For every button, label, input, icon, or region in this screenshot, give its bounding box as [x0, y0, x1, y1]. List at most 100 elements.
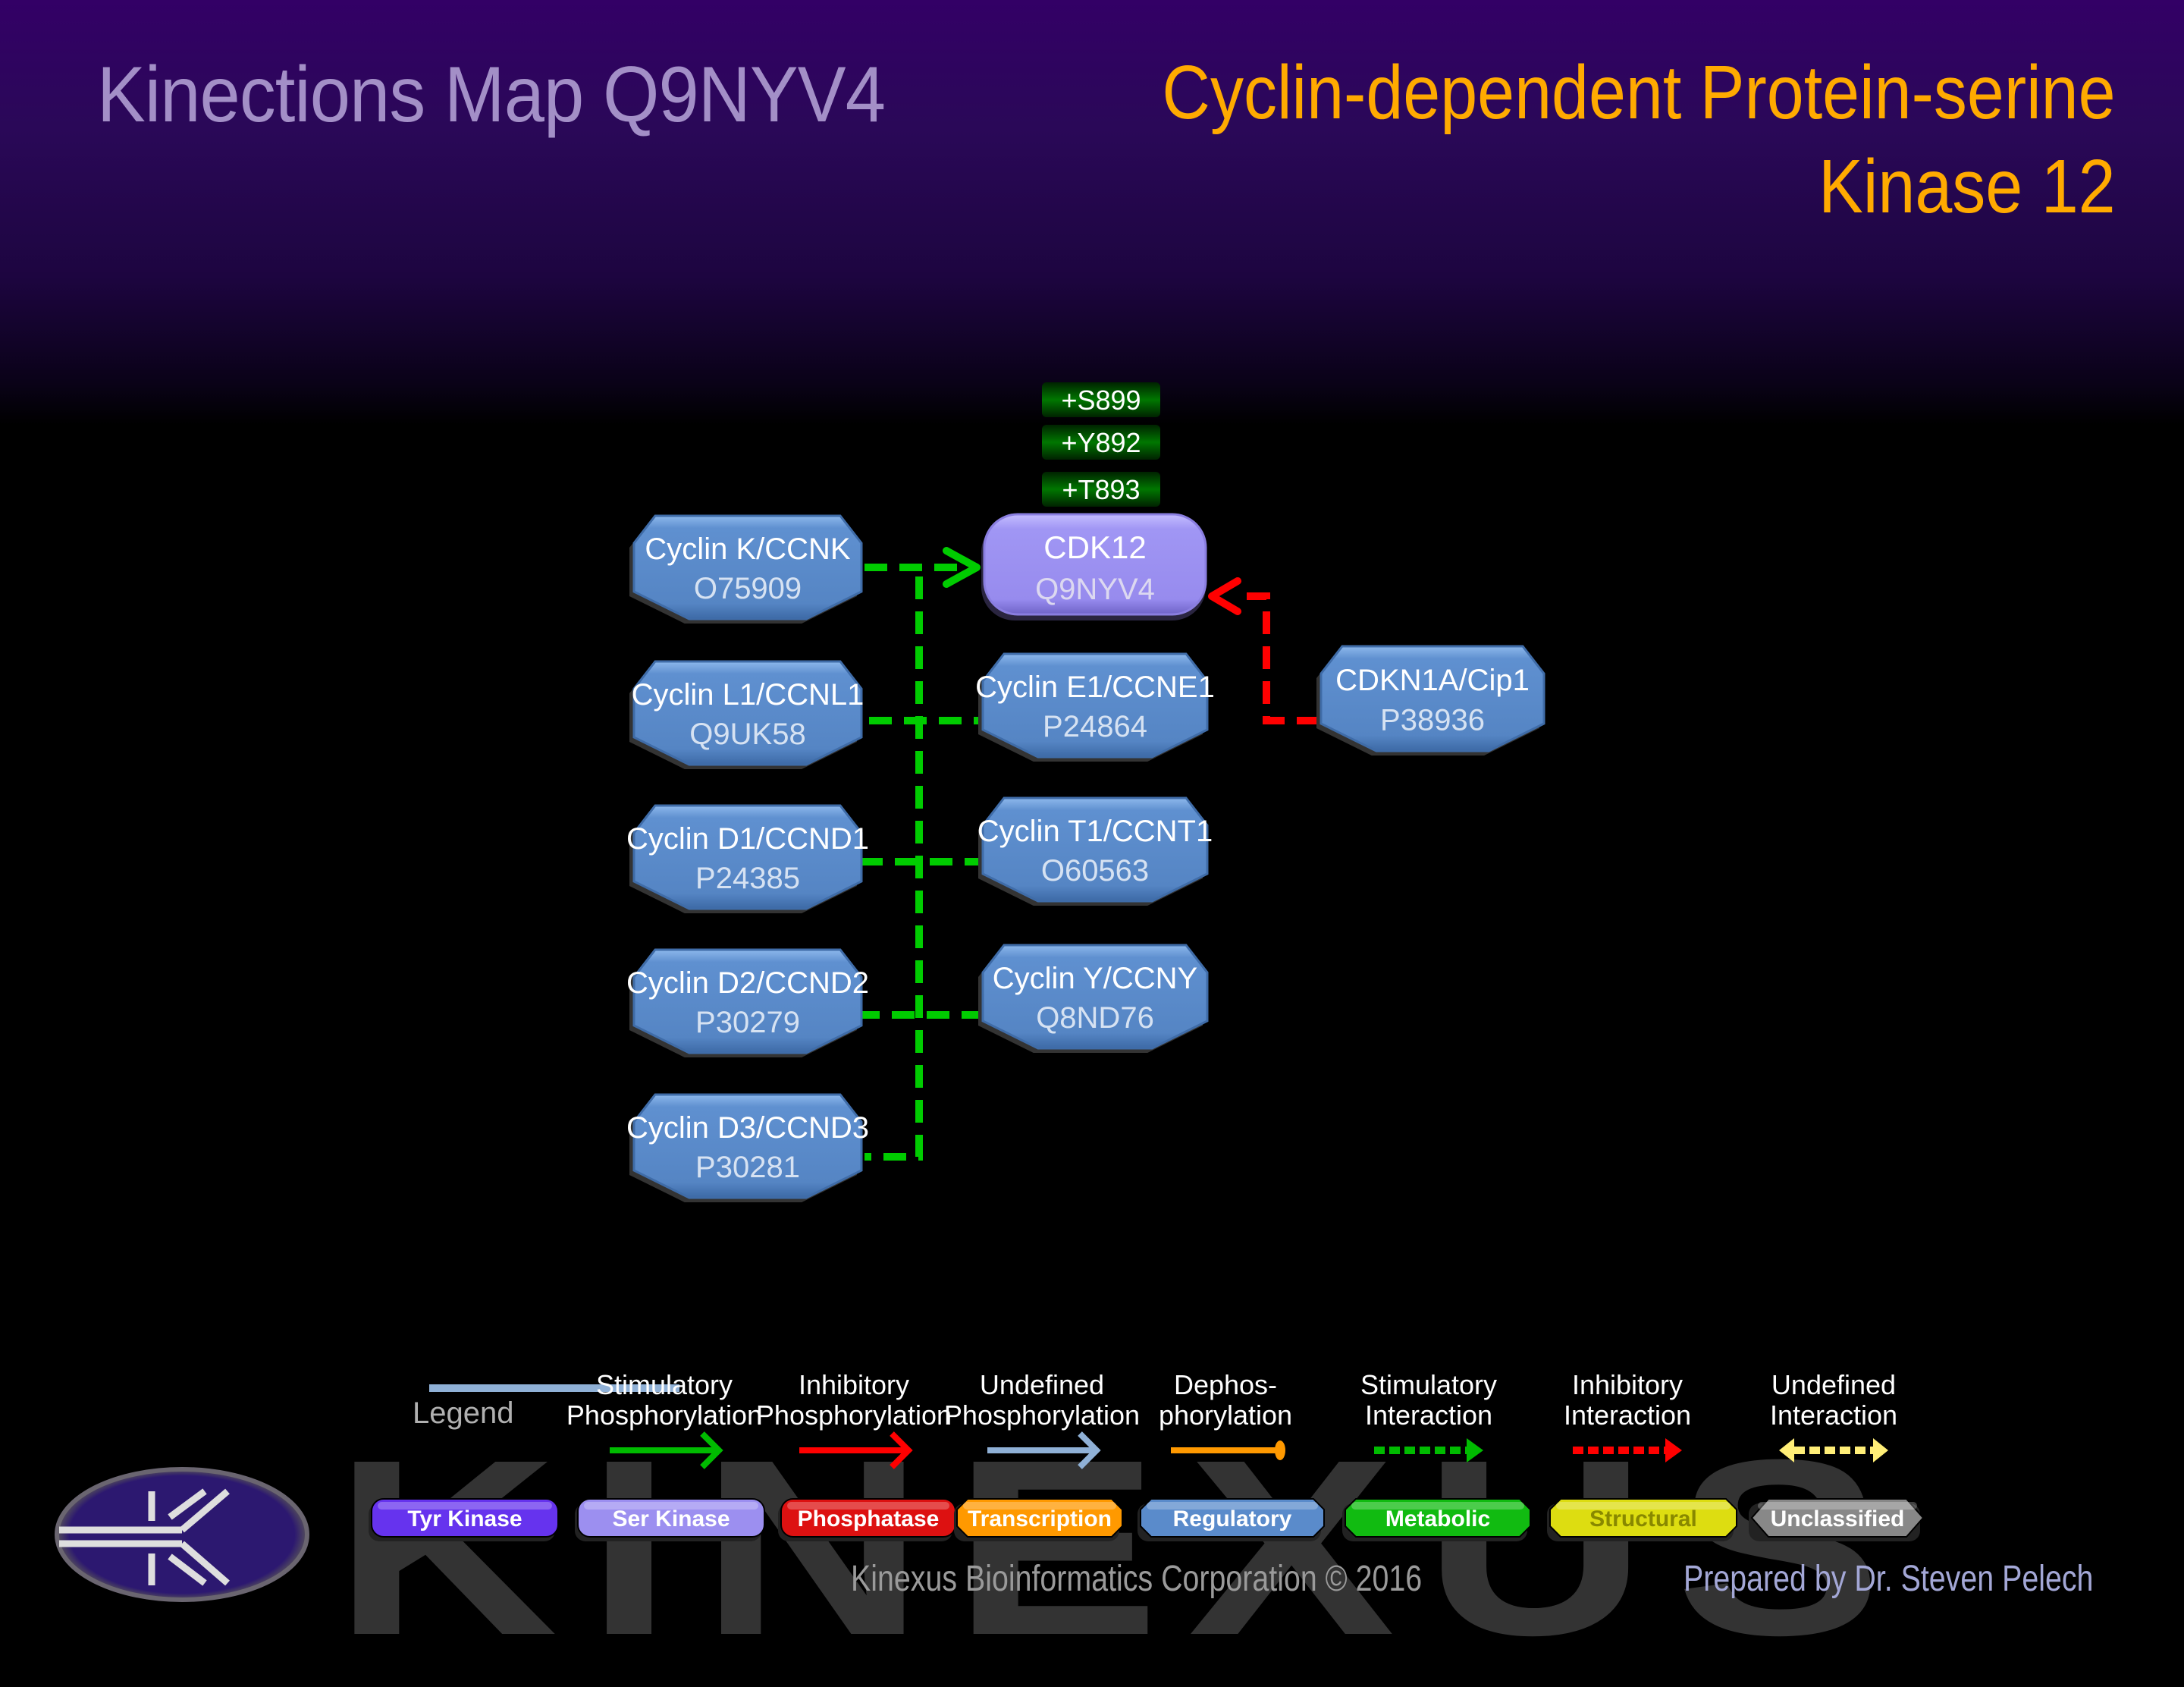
protein-name-line1: Cyclin-dependent Protein-serine — [1162, 50, 2116, 135]
legend-item-label: Undefined — [1771, 1369, 1896, 1400]
legend-item-label: Phosphorylation — [756, 1400, 952, 1431]
edge-bus-vertical — [864, 576, 923, 1161]
legend-arrowhead-icon — [1665, 1438, 1682, 1462]
legend-type-highlight — [963, 1502, 1116, 1510]
legend-type-label: Ser Kinase — [612, 1506, 730, 1531]
phosphosite-box — [1042, 425, 1160, 460]
node-name: CDKN1A/Cip1 — [1335, 664, 1530, 697]
phosphosite-label: +Y892 — [1061, 427, 1141, 458]
node-body — [632, 804, 863, 910]
legend-arrowhead-icon — [1779, 1438, 1794, 1462]
logo-ellipse — [55, 1467, 309, 1602]
kinexus-k-icon — [59, 1488, 230, 1586]
legend-type-phosphatase: Phosphatase — [778, 1498, 956, 1541]
legend-type-label: Metabolic — [1385, 1506, 1490, 1531]
node-accession: P24864 — [1043, 710, 1147, 743]
phosphosite-s899[interactable]: +S899 — [1042, 382, 1160, 417]
legend-type-label: Tyr Kinase — [407, 1506, 522, 1531]
node-accession: O75909 — [694, 572, 802, 605]
protein-name-line2: Kinase 12 — [1818, 144, 2116, 229]
legend-item-label: phorylation — [1159, 1400, 1292, 1431]
edges-layer — [857, 547, 1320, 1161]
kinexus-logo — [55, 1467, 309, 1602]
legend-type-swatch — [1549, 1498, 1737, 1538]
node-accession: Q9NYV4 — [1035, 573, 1155, 606]
legend-type-swatch — [1750, 1498, 1925, 1538]
legend-ball-icon — [1275, 1440, 1285, 1460]
legend-item-dephos-phorylation: Dephos-phorylation — [1159, 1369, 1292, 1460]
node-name: Cyclin D1/CCND1 — [626, 822, 869, 856]
legend-type-transcription: Transcription — [954, 1498, 1123, 1541]
node-name: Cyclin K/CCNK — [645, 532, 850, 566]
node-name: Cyclin T1/CCNT1 — [977, 815, 1213, 848]
node-name: Cyclin L1/CCNL1 — [632, 678, 864, 712]
phosphosite-t893[interactable]: +T893 — [1042, 472, 1160, 507]
legend-type-swatch — [577, 1498, 765, 1538]
protein-name: Cyclin-dependent Protein-serine Kinase 1… — [1163, 46, 2116, 234]
legend-type-metabolic: Metabolic — [1342, 1498, 1531, 1541]
legend-item-label: Inhibitory — [1572, 1369, 1683, 1400]
legend-type-highlight — [378, 1502, 552, 1510]
legend-type-structural: Structural — [1547, 1498, 1737, 1541]
node-body — [983, 513, 1207, 616]
node-body — [632, 1093, 863, 1199]
legend-type-swatch — [1345, 1498, 1531, 1538]
legend-type-ser-kinase: Ser Kinase — [575, 1498, 765, 1541]
legend-type-label: Phosphatase — [798, 1506, 940, 1531]
node-name: Cyclin D3/CCND3 — [626, 1111, 869, 1145]
legend-type-highlight — [787, 1502, 949, 1510]
legend-item-label: Stimulatory — [1360, 1369, 1497, 1400]
node-body — [632, 948, 863, 1054]
legend-item-label: Undefined — [980, 1369, 1104, 1400]
node-cyclin-k-ccnk[interactable]: Cyclin K/CCNK O75909 — [629, 514, 863, 624]
node-body — [981, 652, 1209, 759]
legend-item-label: Phosphorylation — [566, 1400, 762, 1431]
phosphosite-label: +T893 — [1062, 474, 1140, 505]
node-name: CDK12 — [1043, 529, 1146, 565]
legend-arrowhead-icon — [1873, 1438, 1888, 1462]
legend-type-label: Unclassified — [1771, 1506, 1905, 1531]
phosphosite-label: +S899 — [1061, 385, 1141, 416]
legend-arrowhead-icon — [1078, 1431, 1101, 1469]
node-accession: Q9UK58 — [689, 718, 805, 751]
legend-item-label: Phosphorylation — [944, 1400, 1140, 1431]
legend-type-highlight — [1351, 1502, 1524, 1510]
node-accession: P30279 — [695, 1006, 800, 1039]
header-background — [0, 0, 2184, 425]
edge-cdkn1a-to-cdk12 — [1236, 592, 1320, 724]
legend-item-label: Interaction — [1564, 1400, 1691, 1431]
node-body — [1320, 645, 1545, 752]
legend-arrowhead-icon — [890, 1431, 913, 1469]
legend-type-highlight — [1147, 1502, 1318, 1510]
node-accession: P38936 — [1380, 703, 1485, 737]
phosphosite-y892[interactable]: +Y892 — [1042, 425, 1160, 460]
legend-type-highlight — [584, 1502, 758, 1510]
kinexus-watermark: KINEXUS — [334, 1407, 1911, 1687]
legend-item-label: Inhibitory — [799, 1369, 909, 1400]
node-body — [981, 796, 1209, 903]
arrowhead-stimulatory — [943, 547, 981, 588]
footer-author: Prepared by Dr. Steven Pelech — [1684, 1559, 2094, 1599]
node-accession: P24385 — [695, 862, 800, 895]
legend-type-label: Transcription — [968, 1506, 1112, 1531]
node-accession: P30281 — [695, 1151, 800, 1184]
legend-title: Legend — [413, 1396, 513, 1430]
